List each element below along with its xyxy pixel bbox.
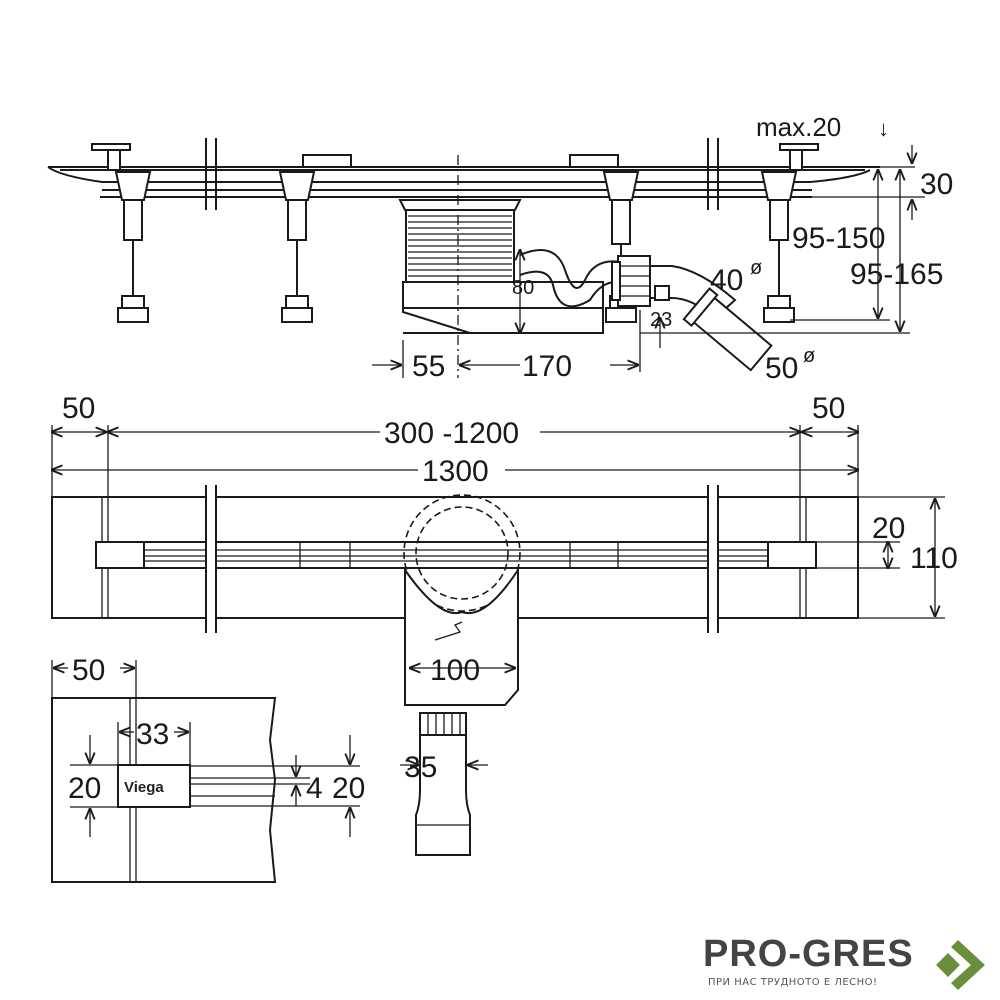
dim-outlet-diameter-symbol: ø [803, 345, 815, 367]
top-view: 50 50 300 -1200 1300 20 110 100 35 [52, 392, 958, 856]
dim-detail-cap: 33 [136, 718, 169, 751]
dim-detail-height: 20 [68, 772, 101, 805]
dim-outlet-diameter: 50 [765, 352, 798, 385]
detail-brand-cap [117, 764, 191, 808]
dim-adjustable-length: 300 -1200 [384, 417, 519, 450]
dim-channel-width: 110 [910, 542, 958, 575]
dim-detail-margin: 50 [72, 654, 105, 687]
adjustable-foot-2 [278, 171, 316, 323]
dim-offset-left: 55 [412, 350, 445, 383]
dim-max-label: max.20 [756, 112, 841, 142]
adjustable-foot-4 [760, 171, 798, 323]
dim-detail-gap: 4 [306, 772, 323, 805]
logo-diamond-icon [936, 940, 985, 990]
grate-slots [144, 542, 768, 568]
adjustable-foot-1 [114, 171, 152, 323]
clip-left [302, 154, 352, 168]
drain-outline-inner [415, 506, 509, 600]
side-view: max.20 ↓ 30 95-150 95-165 40 ø 50 ø 80 2… [47, 112, 953, 385]
dim-pipe-diameter: 35 [404, 751, 437, 784]
dim-margin-right: 50 [812, 392, 845, 425]
dim-margin-left: 50 [62, 392, 95, 425]
dim-angle-outlet: 40 [710, 264, 743, 297]
end-cap-left-post [107, 149, 121, 171]
dim-detail-gap-total: 20 [332, 772, 365, 805]
dim-angle-diameter: ø [750, 257, 762, 279]
end-cap-right-post [789, 149, 803, 171]
detail-brand-label: Viega [124, 779, 164, 796]
clip-right [569, 154, 619, 168]
dim-outlet-width: 100 [430, 654, 480, 687]
dim-slot-width: 20 [872, 512, 905, 545]
dim-grate-height: 30 [920, 168, 953, 201]
logo-tagline: ПРИ НАС ТРУДНОТО Е ЛЕСНО! [708, 977, 878, 988]
dim-offset-small: 23 [650, 309, 672, 331]
break-marks-bottom [205, 485, 719, 633]
dim-max-arrow-glyph: ↓ [878, 116, 889, 141]
grate-cap-right [767, 541, 817, 569]
dim-range-long: 95-165 [850, 258, 943, 291]
dim-total-length: 1300 [422, 455, 489, 488]
dim-range-short: 95-150 [792, 222, 885, 255]
detail-slots [190, 765, 275, 807]
pipe-connector [419, 712, 467, 736]
channel-profile [47, 166, 880, 183]
dim-trap-height: 80 [512, 277, 534, 299]
detail-view: Viega 50 33 20 4 20 [51, 654, 365, 883]
trap-mark [434, 621, 463, 641]
grate-cap-left [95, 541, 145, 569]
dim-outlet-distance: 170 [522, 350, 572, 383]
break-marks-top [205, 138, 719, 210]
logo-name: PRO-GRES [703, 933, 914, 975]
drain-trap [398, 199, 773, 372]
